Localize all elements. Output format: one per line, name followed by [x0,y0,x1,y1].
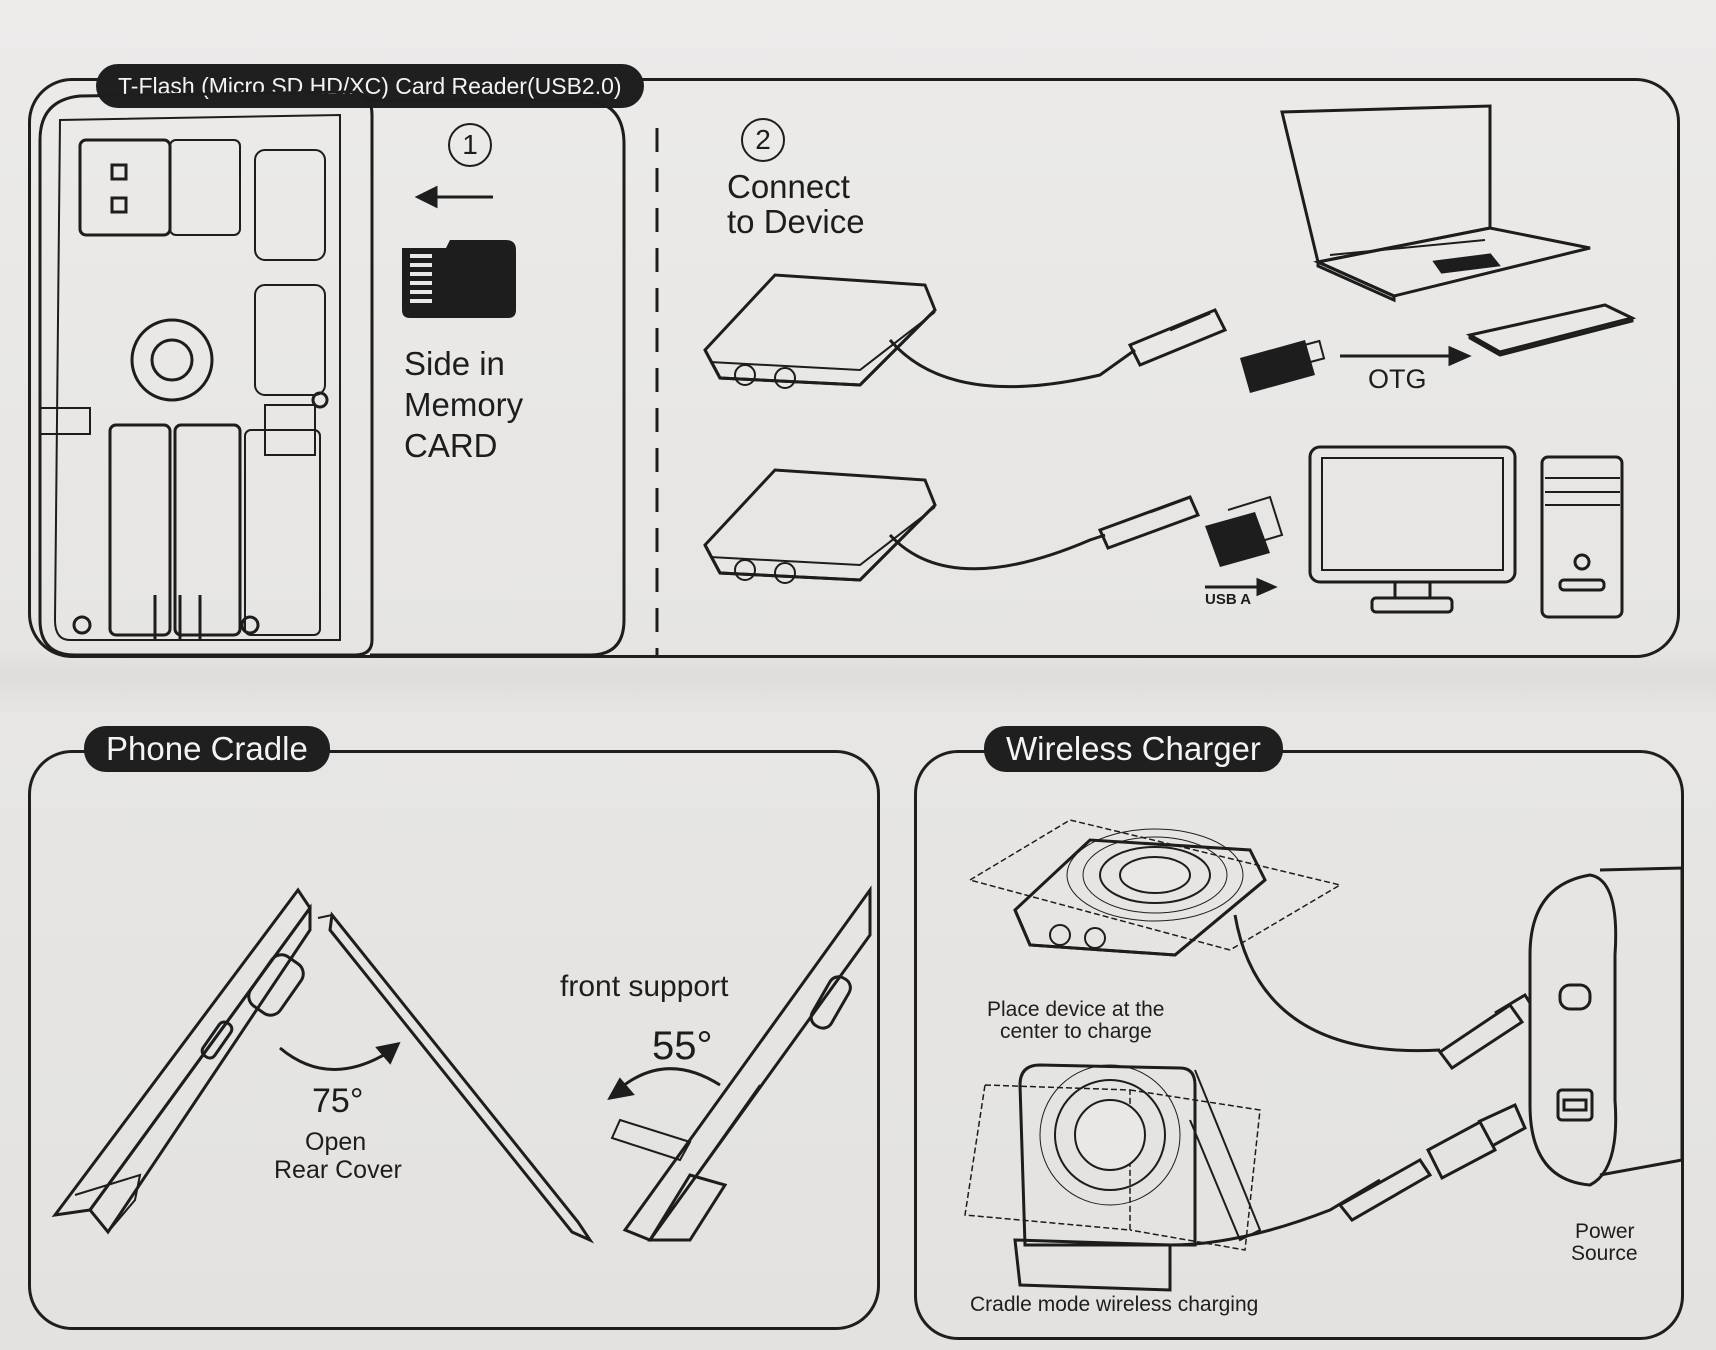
cradle-charging-illustration [964,1063,1381,1292]
power-adapter-icon [1528,866,1684,1187]
wireless-charger-title: Wireless Charger [984,726,1283,772]
step1-text-line1: Side in [404,345,505,382]
usb-c-cable-icon [1127,308,1228,367]
rotation-arrow-75 [279,1041,401,1071]
laptop-icon [1280,104,1591,303]
phone-icon [1465,303,1637,357]
step2-text-line2: to Device [727,203,865,240]
arrow-right-otg [1340,345,1472,367]
step1-frame [370,98,626,657]
card-reader-otg-illustration [703,273,1136,389]
card-reader-pc-illustration [703,468,1201,584]
tower-pc-icon [1540,455,1624,619]
step1-text-line3: CARD [404,427,498,464]
rear-angle-label: 75° [312,1082,364,1120]
step2-text-line1: Connect [727,168,850,205]
step2-number: 2 [741,118,785,162]
rear-cover-text-line1: Open [305,1128,367,1156]
otg-adapter-icon [1426,1102,1527,1181]
rear-cover-stand-illustration [51,887,595,1244]
front-angle-label: 55° [652,1024,713,1068]
cradle-mode-text: Cradle mode wireless charging [970,1293,1259,1316]
arrow-left-icon [414,185,493,209]
power-source-line2: Source [1571,1242,1638,1265]
front-support-label: front support [560,970,729,1003]
micro-sd-card-icon [402,240,516,318]
card-reader-panel [28,78,1680,658]
desktop-monitor-icon [1308,445,1517,614]
arrow-right-usb [1205,577,1278,597]
place-text-line1: Place device at the [987,998,1165,1021]
place-text-line2: center to charge [1000,1020,1152,1043]
usb-c-cable-icon [1337,992,1532,1222]
usb-a-label: USB A [1205,591,1252,608]
card-reader-device-illustration [38,90,374,657]
phone-cradle-panel [28,750,880,1330]
rear-cover-text-line2: Rear Cover [274,1156,402,1184]
power-source-line1: Power [1575,1220,1635,1243]
otg-label: OTG [1368,364,1427,394]
phone-cradle-title: Phone Cradle [84,726,330,772]
flat-charging-illustration [968,819,1441,1053]
step1-text-line2: Memory [404,386,524,423]
usb-a-plug-icon [1205,495,1284,567]
rotation-arrow-55 [607,1067,721,1101]
otg-adapter-icon [1240,339,1326,393]
front-support-stand-illustration [610,885,872,1242]
step1-number: 1 [448,123,492,167]
